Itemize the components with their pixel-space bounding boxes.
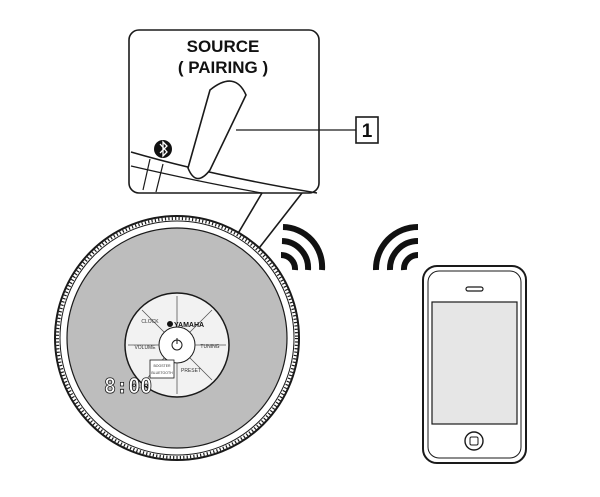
indicator-line-2: BLUETOOTH (151, 371, 173, 375)
callout-number: 1 (236, 116, 379, 144)
clock-label: CLOCK (141, 319, 159, 325)
speaker-unit: YAMAHA CLOCK VOLUME TUNING PRESET BOOSTE… (54, 215, 300, 461)
tuning-label: TUNING (200, 344, 219, 350)
source-button-zoomed (187, 80, 247, 180)
power-icon (171, 338, 183, 351)
home-button-icon (464, 431, 484, 451)
smartphone (422, 265, 527, 464)
indicator-line-1: BOOSTER (153, 364, 171, 368)
indicator-box: BOOSTER BLUETOOTH (149, 359, 175, 379)
source-label: SOURCE (187, 37, 260, 56)
callout-panel: SOURCE ( PAIRING ) (128, 29, 320, 194)
phone-screen (431, 301, 518, 425)
clock-display: 8:00 (104, 374, 152, 398)
callout-number-label: 1 (362, 121, 373, 142)
yamaha-logo: YAMAHA (167, 321, 204, 329)
preset-label: PRESET (181, 368, 201, 374)
bluetooth-icon (154, 140, 172, 158)
brand-label: YAMAHA (174, 322, 204, 329)
earpiece (465, 286, 484, 292)
wireless-signal-icon (280, 224, 326, 271)
volume-label: VOLUME (134, 345, 156, 351)
pairing-label: ( PAIRING ) (178, 58, 268, 77)
wireless-signal-icon (372, 224, 419, 271)
